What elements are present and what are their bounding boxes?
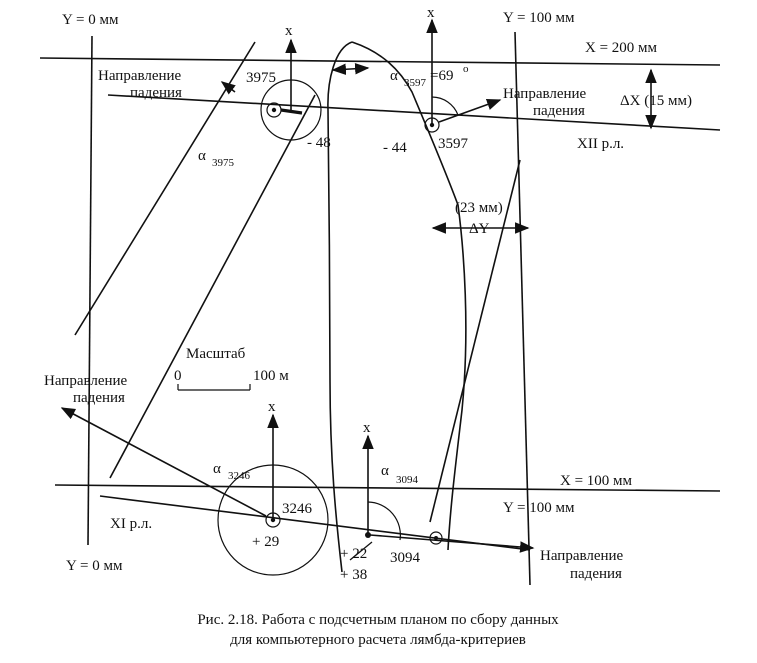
label-xii-line: XII р.л. — [577, 136, 624, 152]
svg-text:o: o — [463, 63, 469, 75]
scale-max: 100 м — [253, 368, 289, 384]
dip-arrow-3246 — [60, 407, 267, 517]
well-3094-value-new: + 38 — [340, 567, 367, 583]
grid-line-y100 — [514, 31, 531, 586]
label-y100-bottom: Y = 100 мм — [503, 500, 575, 516]
well-3975-value: - 48 — [307, 135, 331, 151]
dip-arrow-3597 — [438, 98, 502, 123]
dip-arrow-3094 — [369, 534, 535, 553]
grid-line-x100 — [54, 484, 721, 492]
dip-direction-3597-line1: Направление — [503, 86, 587, 102]
label-y0-bottom: Y = 0 мм — [66, 558, 123, 574]
angle-arc-3094 — [367, 501, 401, 541]
scale-title: Масштаб — [186, 346, 246, 362]
well-marker-3094 — [365, 532, 371, 538]
label-x200: X = 200 мм — [585, 40, 658, 56]
scale-bar: Масштаб 0 100 м — [174, 346, 289, 391]
label-x100: X = 100 мм — [560, 473, 633, 489]
well-3975-id: 3975 — [246, 70, 276, 86]
axis-x-label-3597: x — [427, 5, 435, 21]
axis-x-label-3975: x — [285, 23, 293, 39]
label-y100-top: Y = 100 мм — [503, 10, 575, 26]
caption-line-2: для компьютерного расчета лямбда-критери… — [230, 632, 526, 648]
delta-y-mm: (23 мм) — [455, 200, 503, 216]
svg-text:α: α — [198, 148, 206, 164]
well-3094-value-old: + 22 — [340, 546, 367, 562]
alpha-3597-label: α 3597 =69 o — [390, 63, 469, 89]
angle-circle-3975 — [260, 79, 322, 141]
strike-line-3 — [429, 159, 521, 523]
fault-well-marker — [429, 531, 443, 545]
well-marker-3246 — [265, 512, 281, 528]
svg-text:α: α — [213, 461, 221, 477]
label-xi-line: XI р.л. — [110, 516, 152, 532]
grid-line-y0 — [87, 35, 93, 546]
angle-circle-3246 — [217, 464, 329, 576]
svg-text:=69: =69 — [430, 68, 453, 84]
profile-line-xi — [99, 495, 531, 551]
delta-y-label: ΔY — [469, 221, 490, 237]
caption-line-1: Рис. 2.18. Работа с подсчетным планом по… — [197, 612, 559, 628]
dip-direction-3094-line1: Направление — [540, 548, 624, 564]
well-3094-id: 3094 — [390, 550, 421, 566]
dip-direction-3246-line2: падения — [73, 390, 125, 406]
delta-x-label: ΔX (15 мм) — [620, 93, 692, 109]
label-y0-top: Y = 0 мм — [62, 12, 119, 28]
well-3246-value: + 29 — [252, 534, 279, 550]
alpha-3975-label: α 3975 — [198, 148, 235, 169]
svg-text:3597: 3597 — [404, 77, 427, 89]
angle-arc-3597 — [431, 96, 459, 116]
well-3246-id: 3246 — [282, 501, 313, 517]
dip-direction-3246-line1: Направление — [44, 373, 128, 389]
well-3597: x 3597 - 44 — [383, 5, 502, 156]
well-marker-3597 — [424, 117, 440, 133]
dip-direction-3597-line2: падения — [533, 103, 585, 119]
alpha-3246-label: α 3246 — [213, 461, 251, 482]
svg-text:3094: 3094 — [396, 474, 419, 486]
grid-line-x200 — [39, 57, 721, 66]
dip-direction-3975-line2: падения — [130, 85, 182, 101]
dip-direction-3975-line1: Направление — [98, 68, 182, 84]
profile-line-xii — [107, 94, 721, 131]
well-3246: x 3246 + 29 — [60, 399, 329, 576]
svg-text:α: α — [381, 463, 389, 479]
well-3094: x 3094 + 22 + 38 — [340, 420, 535, 583]
dip-arrow-3975 — [220, 81, 236, 95]
gap-double-arrow — [331, 62, 370, 76]
axis-x-label-3246: x — [268, 399, 276, 415]
well-3597-id: 3597 — [438, 136, 469, 152]
alpha-3094-label: α 3094 — [381, 463, 419, 486]
scale-zero: 0 — [174, 368, 182, 384]
strike-line-2 — [109, 94, 316, 479]
strikeout-mark — [349, 541, 373, 561]
axis-x-label-3094: x — [363, 420, 371, 436]
well-3975: x 3975 - 48 — [220, 23, 331, 151]
dip-direction-3094-line2: падения — [570, 566, 622, 582]
fault-boundary — [327, 41, 467, 573]
svg-text:α: α — [390, 68, 398, 84]
well-3597-value: - 44 — [383, 140, 407, 156]
svg-text:3246: 3246 — [228, 470, 251, 482]
svg-text:3975: 3975 — [212, 157, 235, 169]
